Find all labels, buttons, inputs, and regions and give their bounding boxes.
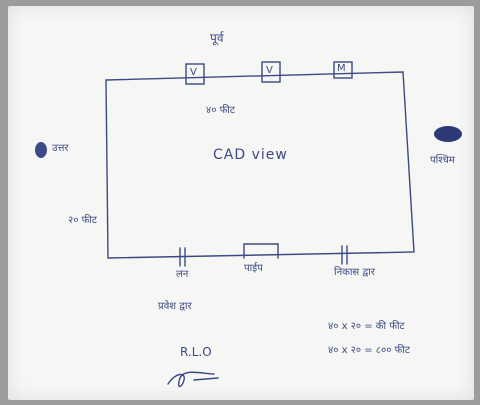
west-ink-mark — [35, 142, 47, 158]
north-label: पूर्व — [210, 31, 224, 45]
window-box-2 — [261, 61, 281, 83]
top-width-label: ४० फीट — [206, 105, 235, 116]
signature-scribble — [167, 371, 219, 388]
calc-line-1: ४० x २० = की फीट — [328, 321, 405, 332]
bottom-label-left: लन — [176, 269, 189, 280]
window-mark-2: V — [266, 65, 273, 76]
window-box-1 — [185, 63, 205, 85]
east-ink-mark — [434, 126, 462, 142]
window-mark-3: M — [337, 63, 346, 74]
paper-sheet: पूर्व V V M ४० फीट CAD view उत्तर पश्चिम… — [8, 6, 474, 400]
bottom-label-right: निकास द्वार — [334, 267, 375, 278]
door-mark-right — [341, 245, 348, 265]
window-box-3 — [333, 61, 353, 79]
code-label: R.L.O — [180, 345, 212, 359]
bottom-label-middle: पाईप — [244, 263, 263, 274]
plan-outline — [105, 71, 415, 259]
door-mark-left — [179, 247, 186, 267]
pipe-mark — [243, 243, 279, 259]
center-label: CAD view — [213, 147, 288, 163]
calc-line-2: ४० x २० = ८०० फीट — [328, 345, 410, 356]
west-label: उत्तर — [52, 143, 69, 154]
left-depth-label: २० फीट — [68, 215, 97, 226]
window-mark-1: V — [190, 67, 197, 78]
east-label: पश्चिम — [430, 155, 455, 166]
entry-label: प्रवेश द्वार — [158, 301, 192, 312]
plan-drawing — [35, 61, 462, 388]
